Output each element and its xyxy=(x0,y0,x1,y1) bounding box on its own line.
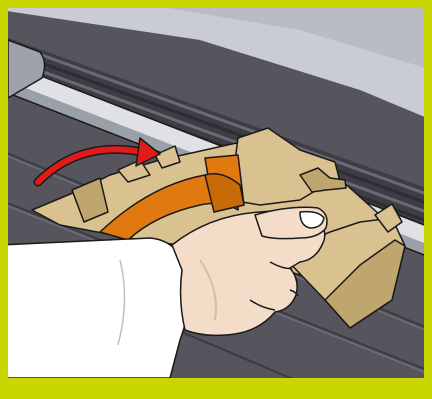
border-right xyxy=(424,0,432,399)
border-top xyxy=(0,0,432,8)
border-bottom xyxy=(0,378,432,399)
shirt-sleeve xyxy=(0,238,189,378)
border-left xyxy=(0,0,8,399)
